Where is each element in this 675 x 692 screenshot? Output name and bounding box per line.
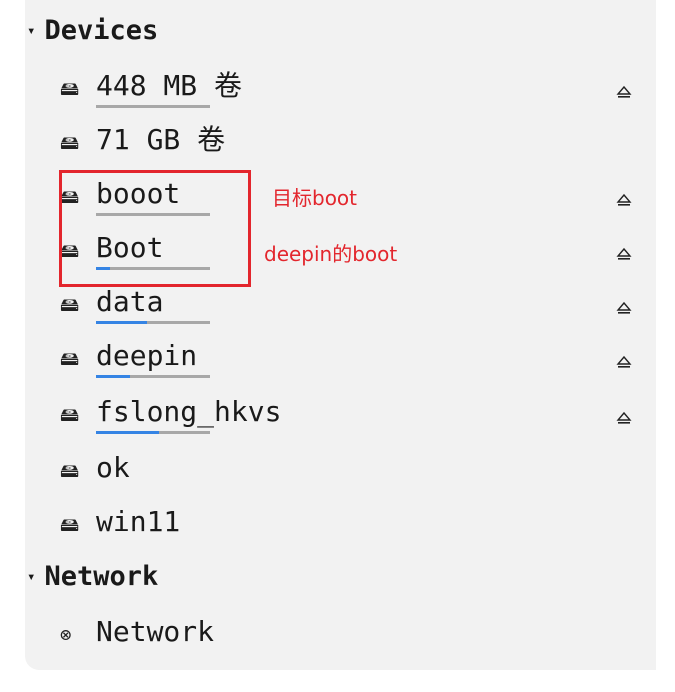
device-row-boot[interactable]: 🖴 Boot	[58, 230, 648, 274]
usage-bar	[96, 431, 210, 434]
drive-icon: 🖴	[60, 78, 80, 100]
usage-bar-fill	[96, 321, 148, 324]
section-devices-title: Devices	[44, 14, 159, 46]
device-row-71gb[interactable]: 🖴 71 GB 卷	[58, 122, 648, 166]
network-label: Network	[96, 615, 215, 648]
usage-bar	[96, 213, 210, 216]
device-label: Boot	[96, 231, 164, 264]
device-row-data[interactable]: 🖴 data	[58, 284, 648, 328]
usage-bar	[96, 105, 210, 108]
drive-icon: 🖴	[60, 348, 80, 370]
drive-icon: 🖴	[60, 294, 80, 316]
section-network-title: Network	[44, 560, 159, 592]
device-label: deepin	[96, 339, 198, 372]
device-label: fslong_hkvs	[96, 395, 282, 428]
collapse-arrow-icon[interactable]: ▾	[27, 569, 36, 585]
device-label: 71 GB 卷	[96, 123, 226, 156]
usage-bar-fill	[96, 431, 159, 434]
usage-bar	[96, 321, 210, 324]
drive-icon: 🖴	[60, 240, 80, 262]
device-row-win11[interactable]: 🖴 win11	[58, 504, 648, 548]
usage-bar	[96, 375, 210, 378]
usage-bar-fill	[96, 375, 131, 378]
drive-icon: 🖴	[60, 514, 80, 536]
device-label: win11	[96, 505, 181, 538]
device-label: data	[96, 285, 164, 318]
device-row-ok[interactable]: 🖴 ok	[58, 450, 648, 494]
section-devices-header[interactable]: ▾ Devices	[27, 14, 158, 46]
eject-icon[interactable]	[616, 354, 632, 370]
eject-icon[interactable]	[616, 410, 632, 426]
device-row-fslong-hkvs[interactable]: 🖴 fslong_hkvs	[58, 394, 648, 438]
drive-icon: 🖴	[60, 404, 80, 426]
network-row[interactable]: ⊗ Network	[58, 614, 648, 658]
device-row-deepin[interactable]: 🖴 deepin	[58, 338, 648, 382]
usage-bar	[96, 267, 210, 270]
device-label: 448 MB 卷	[96, 69, 243, 102]
drive-icon: 🖴	[60, 460, 80, 482]
annotation-deepin-boot: deepin的boot	[264, 242, 398, 266]
device-label: booot	[96, 177, 181, 210]
drive-icon: 🖴	[60, 186, 80, 208]
eject-icon[interactable]	[616, 246, 632, 262]
annotation-target-boot: 目标boot	[272, 186, 358, 210]
device-row-booot[interactable]: 🖴 booot	[58, 176, 648, 220]
network-icon: ⊗	[60, 624, 72, 646]
eject-icon[interactable]	[616, 300, 632, 316]
annotation-highlight-box	[59, 170, 251, 287]
eject-icon[interactable]	[616, 192, 632, 208]
collapse-arrow-icon[interactable]: ▾	[27, 23, 36, 39]
eject-icon[interactable]	[616, 84, 632, 100]
section-network-header[interactable]: ▾ Network	[27, 560, 158, 592]
sidebar-panel	[25, 0, 656, 670]
device-label: ok	[96, 451, 130, 484]
usage-bar-fill	[96, 267, 110, 270]
drive-icon: 🖴	[60, 132, 80, 154]
device-row-448mb[interactable]: 🖴 448 MB 卷	[58, 68, 648, 112]
